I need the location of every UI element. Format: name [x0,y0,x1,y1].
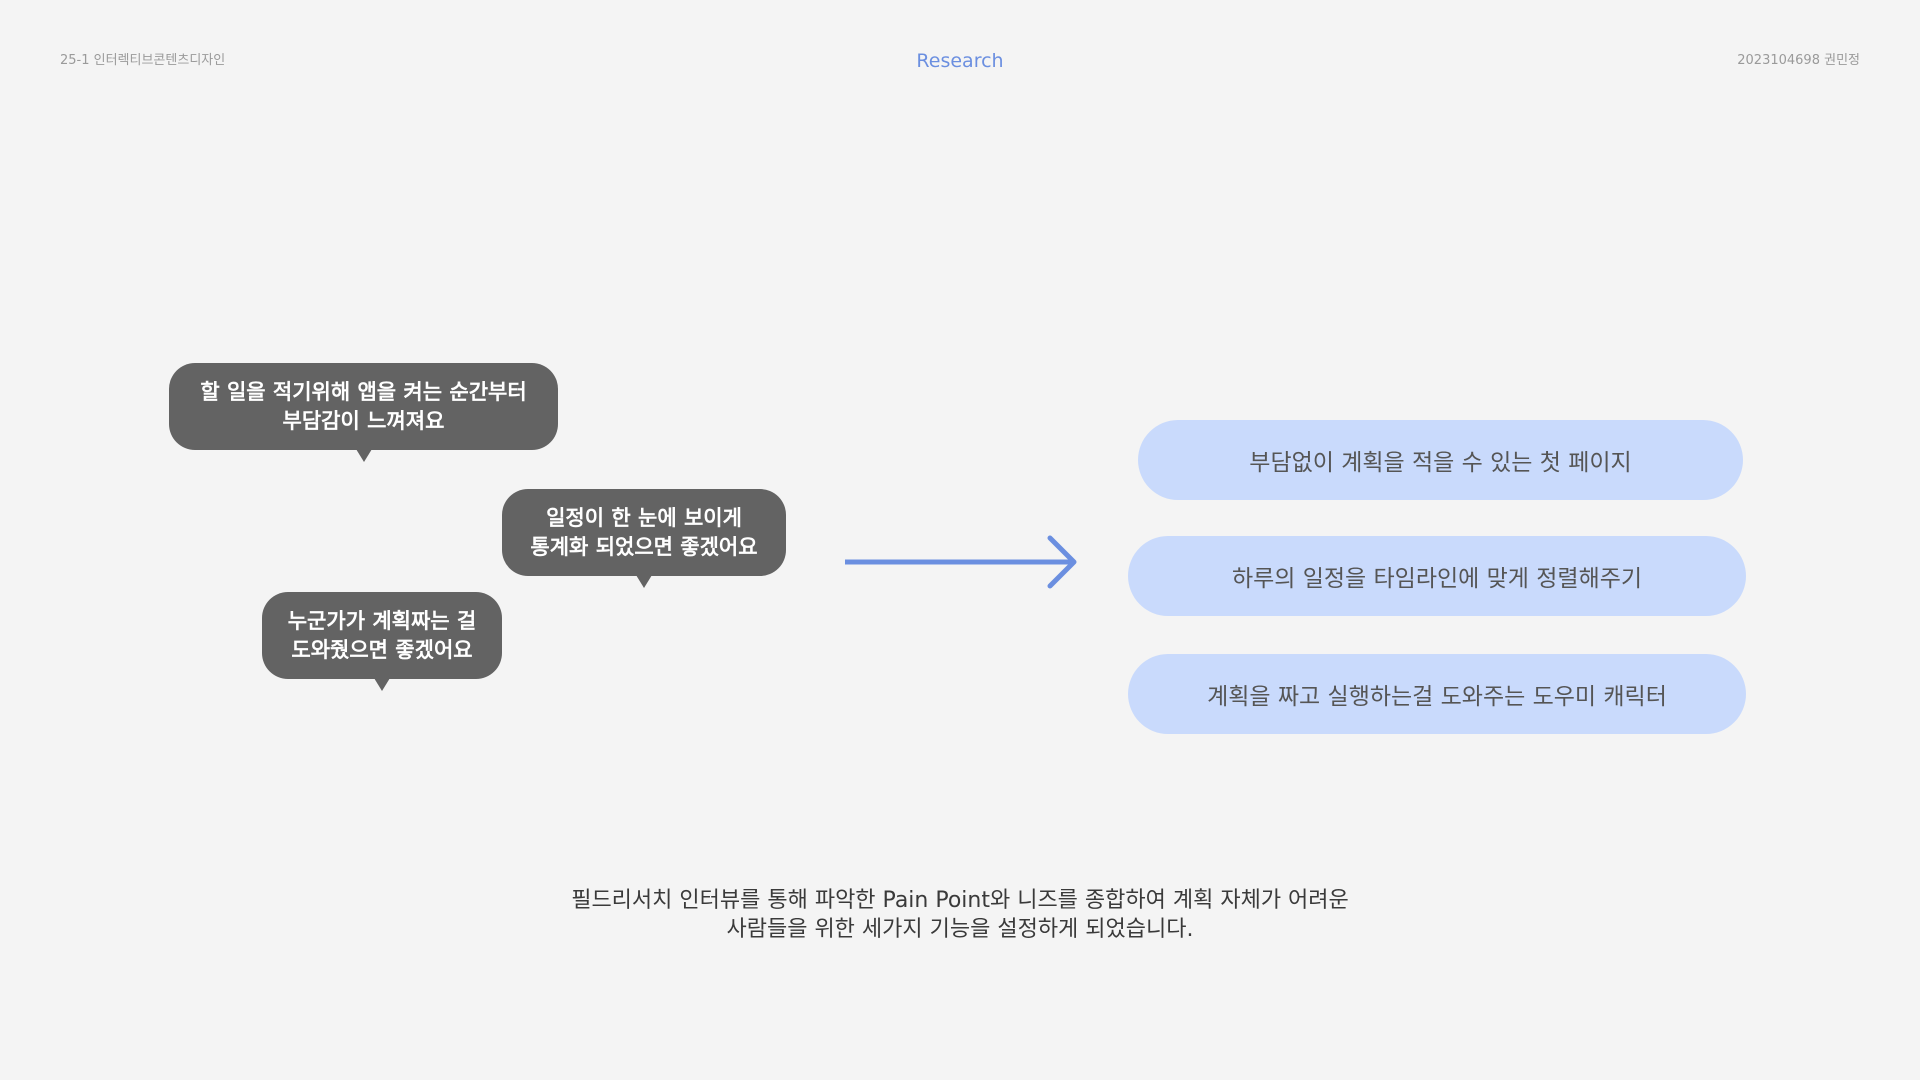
quote-text: 할 일을 적기위해 앱을 켜는 순간부터 부담감이 느껴져요 [200,378,526,436]
section-title: Research [916,50,1004,72]
quote-line: 부담감이 느껴져요 [282,408,445,433]
quote-bubble-burden: 할 일을 적기위해 앱을 켜는 순간부터 부담감이 느껴져요 [169,363,558,462]
quote-bubble-helper: 누군가가 계획짜는 걸 도와줬으면 좋겠어요 [262,592,502,691]
arrow-right-icon [845,535,1077,589]
quote-line: 일정이 한 눈에 보이게 [546,505,742,530]
quote-line: 통계화 되었으면 좋겠어요 [530,534,758,559]
student-info: 2023104698 권민정 [1737,53,1860,68]
feature-timeline-sort: 하루의 일정을 타임라인에 맞게 정렬해주기 [1128,536,1746,616]
summary-line: 사람들을 위한 세가지 기능을 설정하게 되었습니다. [726,917,1194,942]
feature-helper-character: 계획을 짜고 실행하는걸 도와주는 도우미 캐릭터 [1128,654,1746,734]
quote-bubble-overview: 일정이 한 눈에 보이게 통계화 되었으면 좋겠어요 [502,489,786,588]
feature-first-page: 부담없이 계획을 적을 수 있는 첫 페이지 [1138,420,1743,500]
course-name: 25-1 인터렉티브콘텐츠디자인 [60,53,226,68]
summary-line: 필드리서치 인터뷰를 통해 파악한 Pain Point와 니즈를 종합하여 계… [571,888,1349,913]
quote-text: 일정이 한 눈에 보이게 통계화 되었으면 좋겠어요 [530,504,757,562]
quote-text: 누군가가 계획짜는 걸 도와줬으면 좋겠어요 [288,607,477,665]
quote-line: 누군가가 계획짜는 걸 [287,608,477,633]
quote-line: 할 일을 적기위해 앱을 켜는 순간부터 [200,379,527,404]
research-summary: 필드리서치 인터뷰를 통해 파악한 Pain Point와 니즈를 종합하여 계… [0,886,1920,944]
quote-line: 도와줬으면 좋겠어요 [291,637,473,662]
